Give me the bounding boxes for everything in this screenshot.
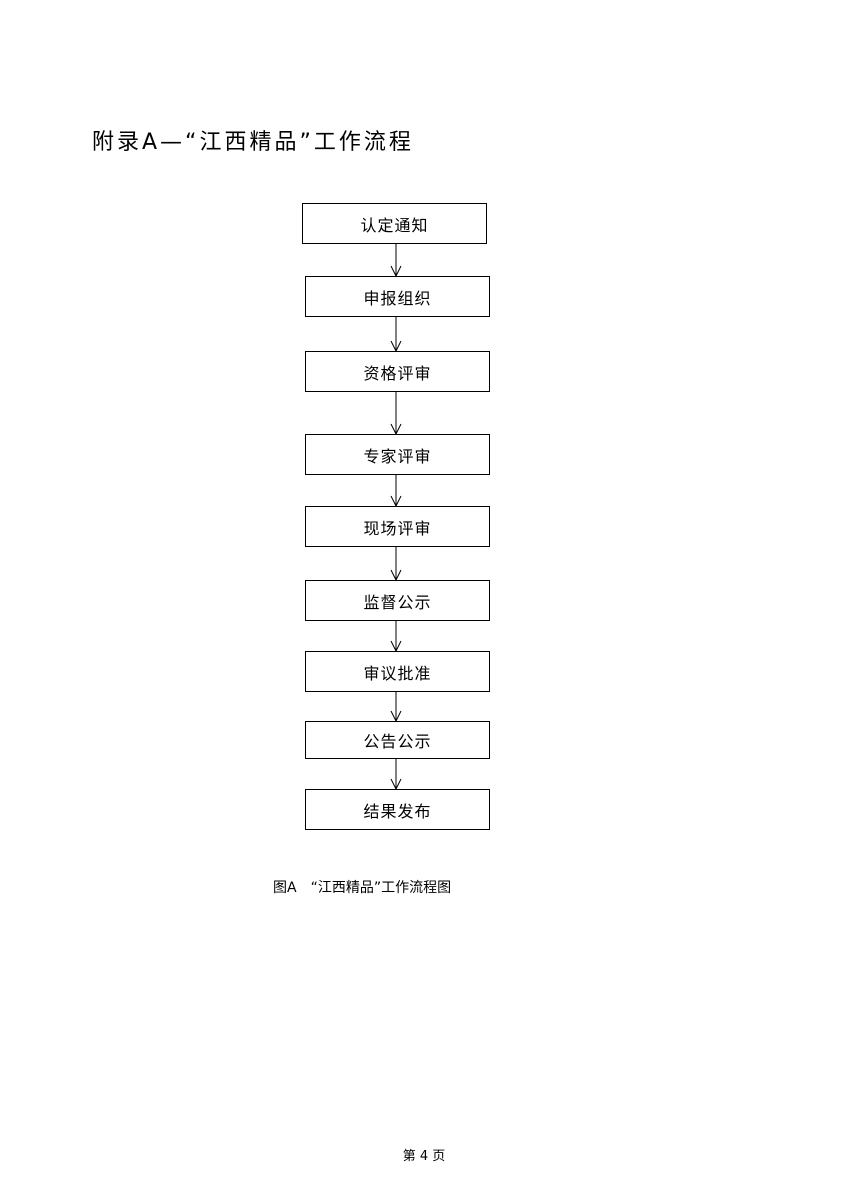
appendix-title: 附录A—“江西精品”工作流程 xyxy=(92,130,414,155)
flow-step-5: 现场评审 xyxy=(305,506,490,547)
flow-step-7: 审议批准 xyxy=(305,651,490,692)
flow-arrow-8 xyxy=(390,759,402,791)
page-number: 第 4 页 xyxy=(402,1149,446,1164)
flow-step-6: 监督公示 xyxy=(305,580,490,621)
flow-arrow-1 xyxy=(390,244,402,278)
figure-caption: 图A “江西精品”工作流程图 xyxy=(273,880,452,896)
flow-step-3: 资格评审 xyxy=(305,351,490,392)
flow-arrow-4 xyxy=(390,475,402,508)
flow-step-2: 申报组织 xyxy=(305,276,490,317)
flow-arrow-6 xyxy=(390,621,402,653)
flow-step-1: 认定通知 xyxy=(302,203,487,244)
flow-step-9: 结果发布 xyxy=(305,789,490,830)
flow-arrow-3 xyxy=(390,392,402,436)
flow-step-8: 公告公示 xyxy=(305,721,490,759)
flow-step-4: 专家评审 xyxy=(305,434,490,475)
flow-arrow-5 xyxy=(390,547,402,582)
flow-arrow-7 xyxy=(390,692,402,723)
flow-arrow-2 xyxy=(390,317,402,353)
